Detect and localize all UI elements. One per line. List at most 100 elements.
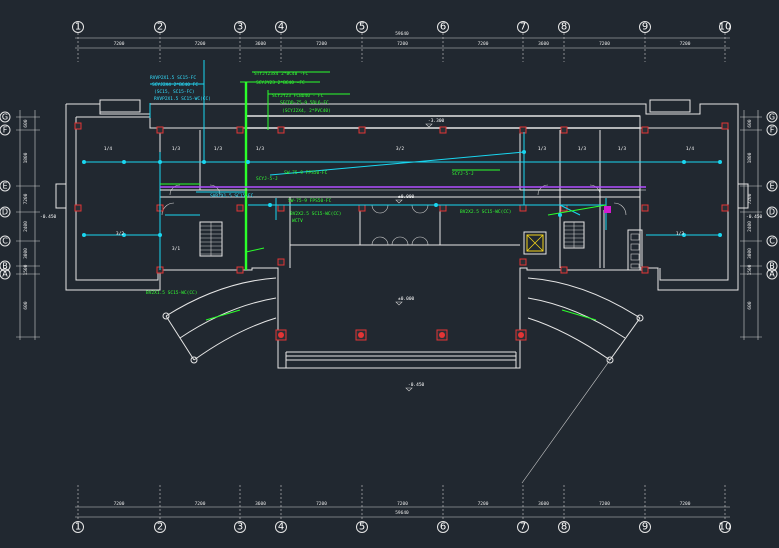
axis-label-right: G	[769, 113, 775, 122]
dim-top: 7200	[316, 41, 327, 47]
column-marker	[519, 258, 527, 266]
fixture-dot	[158, 160, 162, 164]
room-label: 1/3	[172, 146, 180, 152]
axis-label-left: B	[2, 262, 8, 271]
room-label: 1/3	[214, 146, 222, 152]
dim-bottom: 3600	[538, 501, 549, 507]
annotation-cyan: RVVP2X1.5 SC15-FC	[150, 75, 196, 81]
dim-left: 1500	[23, 264, 29, 275]
room-label: 3/2	[116, 231, 124, 237]
axis-label-top: 1	[75, 22, 81, 33]
axis-bubble-right: B	[766, 260, 778, 272]
dim-right: 7200	[747, 193, 753, 204]
axis-bubble-bottom: 9 7200	[639, 485, 691, 533]
axis-label-right: E	[769, 182, 774, 191]
fixture-dot	[268, 203, 272, 207]
axis-bubble-top: 3 3600	[234, 21, 266, 62]
column-marker	[439, 204, 447, 212]
annotation-green: WCTV	[292, 218, 303, 224]
axis-bubble-bottom: 1 7200	[72, 485, 125, 533]
dim-bottom: 7200	[114, 501, 125, 507]
axis-label-right: B	[769, 262, 775, 271]
axis-bubble-right: A	[766, 268, 778, 280]
dim-top: 7200	[680, 41, 691, 47]
annotations: STYJY23x4 2*BC40 -FC SCYJY23 2*BC40 -FC …	[146, 71, 511, 296]
column-marker	[560, 266, 568, 274]
fixture-dot	[558, 213, 562, 217]
room-label: 1/4	[104, 146, 112, 152]
column-marker	[439, 126, 447, 134]
axis-bubble-left: G	[0, 111, 11, 123]
axis-label-left: F	[3, 126, 8, 135]
room-label: 1/3	[256, 146, 264, 152]
column-marker	[641, 266, 649, 274]
axis-bubble-right: C	[766, 235, 778, 247]
column-marker	[519, 126, 527, 134]
axis-label-top: 3	[237, 22, 243, 33]
column-marker	[277, 126, 285, 134]
axis-label-bottom: 5	[359, 522, 365, 533]
axis-label-top: 10	[719, 22, 732, 33]
fixture-dot	[158, 233, 162, 237]
dim-left: 600	[23, 301, 29, 309]
axis-label-top: 6	[440, 22, 446, 33]
dim-right: 1500	[747, 264, 753, 275]
column-marker	[519, 204, 527, 212]
axis-bubble-left: A	[0, 268, 11, 280]
fixture-dot	[682, 160, 686, 164]
fixture-dot	[82, 233, 86, 237]
column-marker	[358, 126, 366, 134]
column-marker	[721, 122, 729, 130]
column-marker	[236, 126, 244, 134]
axis-label-bottom: 9	[642, 522, 648, 533]
dim-bottom-total: 59640	[395, 510, 409, 516]
elevation-left: -0.450	[40, 214, 57, 220]
elevation-lobby: ±0.000	[398, 296, 415, 302]
elevation-entrance: -0.450	[408, 382, 425, 388]
annotation-green: SCYJ-5-J	[452, 171, 474, 177]
axis-label-left: A	[2, 270, 8, 279]
annotation-cyan: SVR2X1.5 SC15-FC	[210, 193, 254, 199]
fixture-dot	[718, 160, 722, 164]
axis-bubble-top: 1 7200	[72, 21, 125, 62]
fixture-markers	[82, 150, 722, 237]
axis-label-bottom: 1	[75, 522, 81, 533]
axis-bubble-left: F	[0, 124, 11, 136]
fixture-dot	[246, 160, 250, 164]
annotation-green: BV2X1.5 SC15-WC(CC)	[146, 290, 197, 296]
annotation-green: SCYJY23 2*BC40 -FC	[256, 80, 305, 86]
dim-top: 7200	[599, 41, 610, 47]
dim-bottom: 7200	[680, 501, 691, 507]
dim-left: 2400	[23, 221, 29, 232]
dim-top: 7200	[397, 41, 408, 47]
axis-bubble-right: E	[766, 180, 778, 192]
axis-label-left: E	[2, 182, 7, 191]
dim-bottom: 7200	[316, 501, 327, 507]
axis-label-right: C	[769, 237, 775, 246]
column-marker	[641, 126, 649, 134]
room-label: 3/2	[396, 146, 404, 152]
dim-top-total: 59640	[395, 31, 409, 37]
axis-label-right: D	[769, 208, 775, 217]
dim-right: 600	[747, 301, 753, 309]
axis-label-top: 7	[520, 22, 526, 33]
dim-bottom: 7200	[599, 501, 610, 507]
dim-top: 3600	[255, 41, 266, 47]
annotation-green: SCYJY23 FCBD40 - FC	[272, 93, 324, 99]
column-marker	[236, 204, 244, 212]
dim-top: 7200	[114, 41, 125, 47]
axis-label-top: 5	[359, 22, 365, 33]
purple-bus	[160, 186, 646, 213]
axis-bubble-right: G	[766, 111, 778, 123]
axis-bubble-left: D	[0, 206, 11, 218]
room-label: 1/3	[578, 146, 586, 152]
column-marker	[560, 126, 568, 134]
